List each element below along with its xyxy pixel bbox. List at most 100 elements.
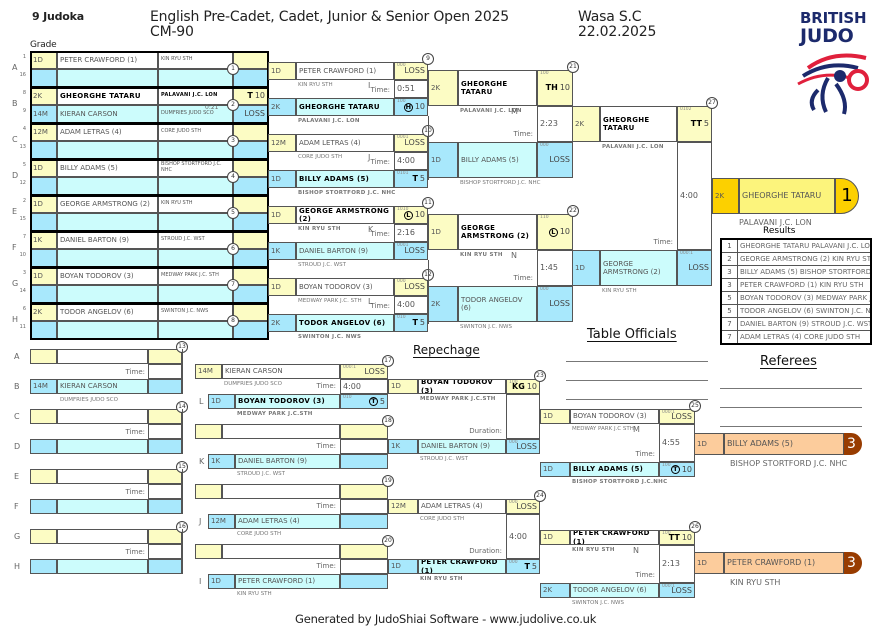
white-grade: 2K	[30, 87, 57, 105]
seed-number: 1	[22, 54, 26, 60]
repechage-club: DUMFRIES JUDO SCO	[60, 397, 118, 403]
blue-competitor-name[interactable]: DANIEL BARTON (9)	[418, 439, 506, 454]
third-place-badge: 3	[844, 433, 862, 455]
white-competitor-name[interactable]: GEORGE ARMSTRONG (2)	[458, 214, 537, 250]
blue-competitor-name[interactable]: TODOR ANGELOV (6)	[570, 583, 659, 598]
score-value: LOSS	[671, 411, 692, 421]
blue-competitor-name[interactable]	[57, 285, 158, 303]
bronze-name[interactable]: PETER CRAWFORD (1)	[724, 552, 844, 574]
seed-number: 3	[22, 270, 26, 276]
white-competitor-name[interactable]: BOYAN TODOROV (3)	[570, 409, 659, 424]
white-competitor-name[interactable]: GHEORGHE TATARU	[57, 87, 158, 105]
blue-competitor-name[interactable]: DANIEL BARTON (9)	[296, 242, 394, 260]
white-competitor-name[interactable]: KIERAN CARSON	[222, 364, 340, 379]
white-competitor-name[interactable]: ADAM LETRAS (4)	[418, 499, 506, 514]
white-grade: 1D	[428, 214, 458, 250]
time-label: Time:	[316, 502, 337, 510]
blue-competitor-name[interactable]: BILLY ADAMS (5)	[296, 170, 394, 188]
white-competitor-name[interactable]: BOYAN TODOROV (3)	[57, 267, 158, 285]
blue-club	[158, 321, 233, 339]
blue-competitor-name[interactable]: DANIEL BARTON (9)	[235, 454, 340, 469]
repechage-name[interactable]	[57, 439, 148, 454]
white-competitor-name[interactable]: BILLY ADAMS (5)	[57, 159, 158, 177]
seed-number: 6	[22, 306, 26, 312]
blue-competitor-name[interactable]: ADAM LETRAS (4)	[235, 514, 340, 529]
blue-competitor-name[interactable]: GEORGE ARMSTRONG (2)	[600, 250, 677, 286]
blue-grade	[30, 177, 57, 195]
blue-club	[158, 177, 233, 195]
score-cell	[340, 484, 388, 499]
grade-label: Grade	[30, 40, 57, 50]
white-competitor-name[interactable]: BOYAN TODOROV (3)	[418, 379, 506, 394]
match-number: 6	[227, 243, 239, 255]
blue-club: BISHOP STORTFORD J.C.NHC	[572, 479, 668, 485]
blue-competitor-name[interactable]	[57, 69, 158, 87]
blue-competitor-name[interactable]: PETER CRAWFORD (1)	[235, 574, 340, 589]
connector-line	[428, 260, 429, 288]
blue-competitor-name[interactable]: TODOR ANGELOV (6)	[458, 286, 537, 322]
white-competitor-name[interactable]: DANIEL BARTON (9)	[57, 231, 158, 249]
white-competitor-name[interactable]	[222, 544, 340, 559]
blue-competitor-name[interactable]: GHEORGHE TATARU	[296, 98, 394, 116]
white-competitor-name[interactable]: GHEORGHE TATARU	[600, 106, 677, 142]
white-competitor-name[interactable]: ADAM LETRAS (4)	[296, 134, 394, 152]
blue-club: STROUD J.C. WST	[420, 456, 469, 462]
white-club: MEDWAY PARK J.C. STH	[298, 298, 362, 304]
repechage-name[interactable]	[57, 469, 148, 484]
blue-competitor-name[interactable]	[57, 321, 158, 339]
blue-competitor-name[interactable]: PETER CRAWFORD (1)	[418, 559, 506, 574]
repechage-name[interactable]	[57, 349, 148, 364]
score-value: LOSS	[404, 66, 425, 76]
white-club: BISHOP STORTFORD J.C. NHC	[158, 159, 233, 177]
blue-competitor-name[interactable]: KIERAN CARSON	[57, 105, 158, 123]
bronze-name[interactable]: BILLY ADAMS (5)	[724, 433, 844, 455]
white-competitor-name[interactable]: GEORGE ARMSTRONG (2)	[296, 206, 394, 224]
white-competitor-name[interactable]	[222, 484, 340, 499]
time-label: Time:	[316, 442, 337, 450]
blue-competitor-name[interactable]: BILLY ADAMS (5)	[458, 142, 537, 178]
white-competitor-name[interactable]: BOYAN TODOROV (3)	[296, 278, 394, 296]
blue-competitor-name[interactable]: TODOR ANGELOV (6)	[296, 314, 394, 332]
score-points: 000	[397, 279, 406, 284]
blue-competitor-name[interactable]: BOYAN TODOROV (3)	[235, 394, 340, 409]
blue-club: STROUD J.C. WST	[237, 471, 286, 477]
white-competitor-name[interactable]: GEORGE ARMSTRONG (2)	[57, 195, 158, 213]
repechage-letter: G	[14, 532, 21, 541]
white-grade	[195, 424, 222, 439]
score-value: 10	[414, 210, 425, 220]
winner-grade: 2K	[712, 178, 739, 214]
blue-competitor-name[interactable]	[57, 249, 158, 267]
repechage-name[interactable]	[57, 409, 148, 424]
white-competitor-name[interactable]: PETER CRAWFORD (1)	[296, 62, 394, 80]
blue-competitor-name[interactable]	[57, 177, 158, 195]
blue-grade: 1D	[208, 394, 235, 409]
blue-club: SWINTON J.C. NWS	[572, 600, 624, 606]
match-number: 24	[534, 490, 546, 502]
blue-competitor-name[interactable]	[57, 213, 158, 231]
score-value: LOSS	[404, 246, 425, 256]
repechage-grade	[30, 559, 57, 574]
white-competitor-name[interactable]: PETER CRAWFORD (1)	[570, 530, 659, 545]
white-competitor-name[interactable]: ADAM LETRAS (4)	[57, 123, 158, 141]
blue-competitor-name[interactable]: BILLY ADAMS (5)	[570, 462, 659, 477]
white-competitor-name[interactable]: TODOR ANGELOV (6)	[57, 303, 158, 321]
blue-competitor-name[interactable]	[57, 141, 158, 159]
repechage-name[interactable]	[57, 529, 148, 544]
match-number: 3	[227, 135, 239, 147]
white-competitor-name[interactable]: PETER CRAWFORD (1)	[57, 51, 158, 69]
white-grade: 2K	[428, 70, 458, 106]
white-competitor-name[interactable]	[222, 424, 340, 439]
blue-grade: 2K	[540, 583, 570, 598]
white-competitor-name[interactable]: GHEORGHE TATARU	[458, 70, 537, 106]
repechage-score	[148, 529, 182, 544]
repechage-name[interactable]	[57, 559, 148, 574]
repechage-name[interactable]	[57, 499, 148, 514]
winner-name[interactable]: GHEORGHE TATARU	[739, 178, 835, 214]
blue-club: DUMFRIES JUDO SCO	[158, 105, 233, 123]
match-time	[506, 394, 540, 439]
repechage-name[interactable]: KIERAN CARSON	[57, 379, 148, 394]
score-points: 000:1	[343, 365, 356, 370]
time-label: Time:	[125, 428, 146, 436]
